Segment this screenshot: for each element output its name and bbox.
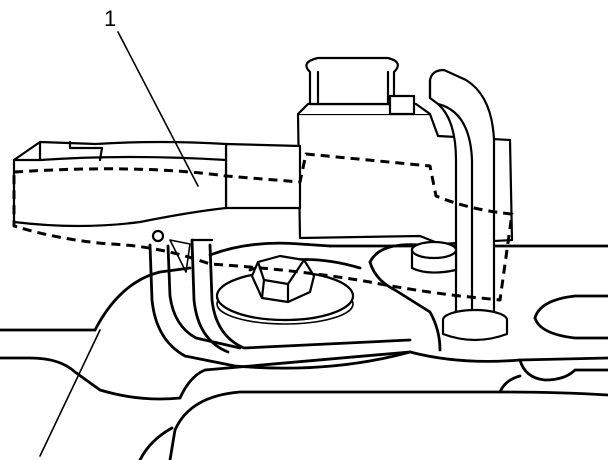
callout-1-leader (117, 31, 199, 187)
nut-washer (215, 254, 355, 325)
leader-lines (39, 31, 199, 457)
callout-1-label: 1 (104, 6, 116, 31)
hidden-outline (12, 152, 514, 302)
bent-tube (410, 68, 509, 342)
lower-leader (39, 329, 101, 457)
connector-housing (12, 140, 228, 228)
